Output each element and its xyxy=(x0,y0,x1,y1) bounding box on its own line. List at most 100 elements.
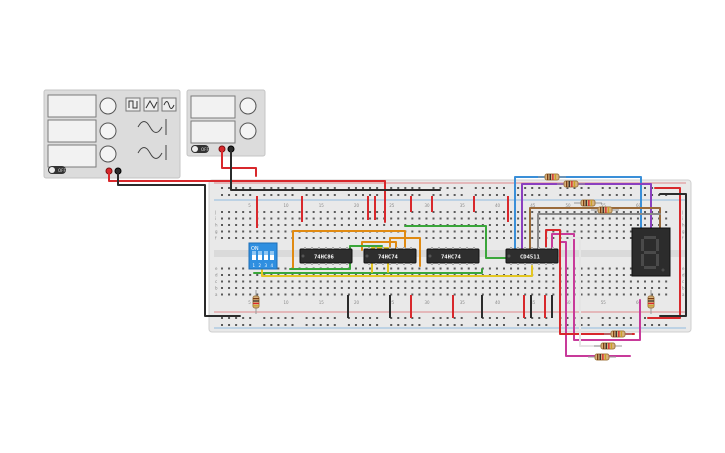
wire-ps-negative[interactable] xyxy=(230,148,441,191)
breadboard-hole[interactable] xyxy=(460,287,463,289)
breadboard-hole[interactable] xyxy=(354,217,357,220)
breadboard-hole[interactable] xyxy=(362,280,364,283)
breadboard-hole[interactable] xyxy=(326,224,329,226)
fg-knob-3[interactable] xyxy=(99,145,117,163)
rail-hole[interactable] xyxy=(524,187,527,189)
rail-hole[interactable] xyxy=(390,187,393,189)
breadboard-hole[interactable] xyxy=(481,230,484,233)
breadboard-hole[interactable] xyxy=(439,280,442,283)
wire-green[interactable] xyxy=(253,268,483,274)
breadboard-hole[interactable] xyxy=(517,287,520,289)
breadboard-hole[interactable] xyxy=(354,287,357,289)
breadboard-hole[interactable] xyxy=(298,224,301,226)
breadboard-hole[interactable] xyxy=(228,274,231,276)
rail-hole[interactable] xyxy=(291,317,294,319)
breadboard-hole[interactable] xyxy=(644,224,646,226)
breadboard-hole[interactable] xyxy=(249,211,252,213)
breadboard-hole[interactable] xyxy=(538,230,541,233)
breadboard-hole[interactable] xyxy=(552,224,555,226)
seven-segment-display[interactable] xyxy=(631,227,671,277)
breadboard-hole[interactable] xyxy=(651,224,654,226)
rail-hole[interactable] xyxy=(446,324,449,326)
rail-hole[interactable] xyxy=(284,187,287,189)
breadboard-hole[interactable] xyxy=(510,224,513,226)
breadboard-hole[interactable] xyxy=(566,274,569,276)
breadboard-hole[interactable] xyxy=(658,293,661,296)
breadboard-hole[interactable] xyxy=(340,293,343,296)
breadboard-hole[interactable] xyxy=(235,237,238,239)
rail-hole[interactable] xyxy=(587,194,590,196)
breadboard-hole[interactable] xyxy=(622,211,625,213)
rail-hole[interactable] xyxy=(404,324,407,326)
breadboard-hole[interactable] xyxy=(277,287,280,289)
breadboard-hole[interactable] xyxy=(221,267,223,270)
breadboard-hole[interactable] xyxy=(615,267,618,270)
breadboard-hole[interactable] xyxy=(284,230,287,233)
rail-hole[interactable] xyxy=(263,324,266,326)
rail-hole[interactable] xyxy=(305,194,308,196)
breadboard-hole[interactable] xyxy=(601,230,604,233)
breadboard-hole[interactable] xyxy=(495,211,498,213)
rail-hole[interactable] xyxy=(347,187,350,189)
breadboard-hole[interactable] xyxy=(235,230,238,233)
breadboard-hole[interactable] xyxy=(256,237,259,239)
breadboard-hole[interactable] xyxy=(390,267,393,270)
breadboard-hole[interactable] xyxy=(474,293,477,296)
breadboard-hole[interactable] xyxy=(644,211,646,213)
breadboard-hole[interactable] xyxy=(524,287,527,289)
breadboard-hole[interactable] xyxy=(390,293,393,296)
breadboard-hole[interactable] xyxy=(503,224,505,226)
breadboard-hole[interactable] xyxy=(467,217,470,220)
breadboard-hole[interactable] xyxy=(580,217,583,220)
dip-toggle-4[interactable] xyxy=(270,255,274,260)
rail-hole[interactable] xyxy=(270,187,273,189)
rail-hole[interactable] xyxy=(495,317,498,319)
rail-hole[interactable] xyxy=(235,194,238,196)
breadboard-hole[interactable] xyxy=(622,230,625,233)
breadboard-hole[interactable] xyxy=(383,293,386,296)
rail-hole[interactable] xyxy=(601,317,604,319)
breadboard-hole[interactable] xyxy=(651,293,654,296)
breadboard-hole[interactable] xyxy=(552,267,555,270)
rail-hole[interactable] xyxy=(228,324,231,326)
rail-hole[interactable] xyxy=(644,187,646,189)
breadboard-hole[interactable] xyxy=(277,293,280,296)
breadboard-hole[interactable] xyxy=(495,237,498,239)
breadboard-hole[interactable] xyxy=(644,293,646,296)
rail-hole[interactable] xyxy=(488,317,491,319)
rail-hole[interactable] xyxy=(221,194,223,196)
breadboard-hole[interactable] xyxy=(594,274,597,276)
breadboard-hole[interactable] xyxy=(390,217,393,220)
breadboard-hole[interactable] xyxy=(298,287,301,289)
breadboard-hole[interactable] xyxy=(411,280,414,283)
ic-chip-u3[interactable]: 74HC74 xyxy=(426,247,480,265)
breadboard-hole[interactable] xyxy=(333,293,336,296)
breadboard-hole[interactable] xyxy=(601,217,604,220)
rail-hole[interactable] xyxy=(446,194,449,196)
rail-hole[interactable] xyxy=(481,187,484,189)
breadboard-hole[interactable] xyxy=(418,267,421,270)
breadboard-hole[interactable] xyxy=(425,280,428,283)
breadboard-hole[interactable] xyxy=(587,230,590,233)
breadboard-hole[interactable] xyxy=(552,274,555,276)
rail-hole[interactable] xyxy=(608,187,611,189)
breadboard-hole[interactable] xyxy=(629,267,632,270)
breadboard-hole[interactable] xyxy=(573,217,576,220)
resistor[interactable] xyxy=(647,290,655,314)
breadboard-hole[interactable] xyxy=(474,267,477,270)
breadboard-hole[interactable] xyxy=(221,237,223,239)
rail-hole[interactable] xyxy=(235,317,238,319)
breadboard-hole[interactable] xyxy=(305,293,308,296)
breadboard-hole[interactable] xyxy=(531,211,534,213)
breadboard-hole[interactable] xyxy=(425,293,428,296)
rail-hole[interactable] xyxy=(263,317,266,319)
rail-hole[interactable] xyxy=(270,324,273,326)
breadboard-hole[interactable] xyxy=(524,267,527,270)
rail-hole[interactable] xyxy=(369,324,372,326)
breadboard-hole[interactable] xyxy=(510,280,513,283)
breadboard-hole[interactable] xyxy=(453,293,456,296)
breadboard-hole[interactable] xyxy=(538,211,541,213)
breadboard-hole[interactable] xyxy=(615,237,618,239)
rail-hole[interactable] xyxy=(566,324,569,326)
wire-green[interactable] xyxy=(404,225,513,259)
